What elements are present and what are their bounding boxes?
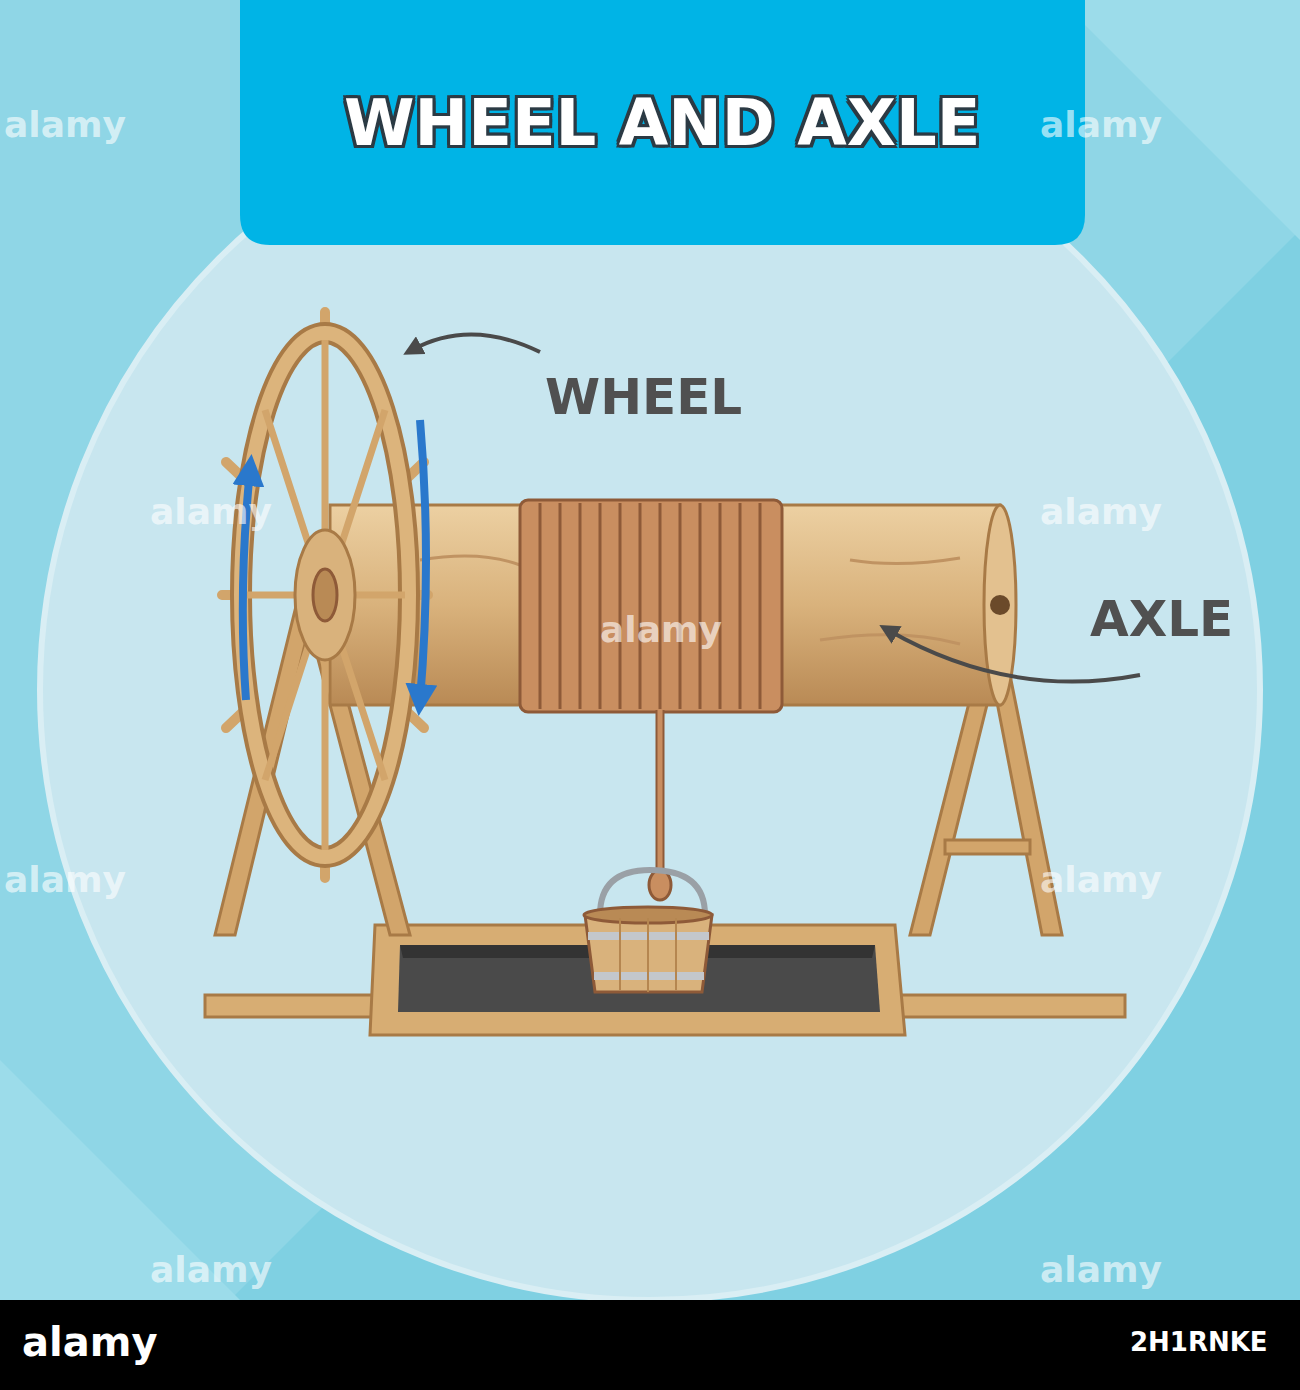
part-label: WHEEL xyxy=(545,370,742,425)
title-text: WHEEL AND AXLE xyxy=(344,88,981,158)
watermark: alamy xyxy=(1040,492,1162,532)
watermark: alamy xyxy=(4,860,126,900)
brand-logo: alamy xyxy=(22,1320,157,1364)
watermark: alamy xyxy=(4,105,126,145)
part-label: AXLE xyxy=(1090,592,1233,647)
watermark: alamy xyxy=(600,610,722,650)
watermark: alamy xyxy=(1040,105,1162,145)
watermark: alamy xyxy=(150,1250,272,1290)
image-id: 2H1RNKE xyxy=(1130,1328,1268,1357)
watermark: alamy xyxy=(1040,1250,1162,1290)
watermark: alamy xyxy=(1040,860,1162,900)
watermark: alamy xyxy=(150,492,272,532)
